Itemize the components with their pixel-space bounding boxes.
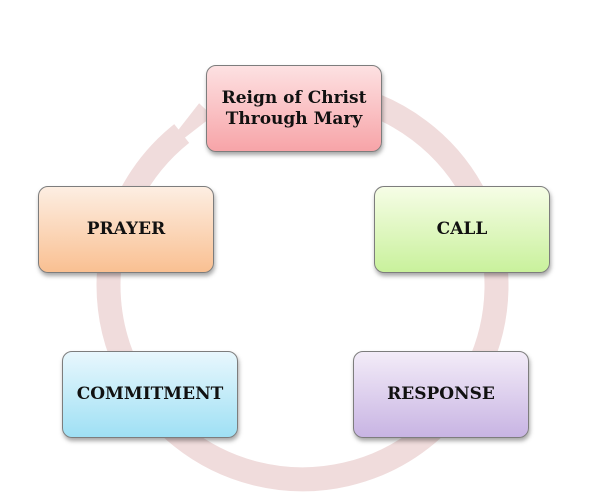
node-commitment: COMMITMENT [62, 351, 238, 438]
node-response: RESPONSE [353, 351, 529, 438]
node-label: Reign of Christ Through Mary [221, 87, 367, 129]
node-label: PRAYER [86, 219, 166, 239]
node-label: COMMITMENT [76, 384, 224, 404]
node-call: CALL [374, 186, 550, 273]
node-label: RESPONSE [387, 384, 495, 404]
cycle-arrowhead-icon [153, 103, 213, 163]
node-label: CALL [436, 219, 488, 239]
node-reign-of-christ: Reign of Christ Through Mary [206, 65, 382, 152]
node-prayer: PRAYER [38, 186, 214, 273]
